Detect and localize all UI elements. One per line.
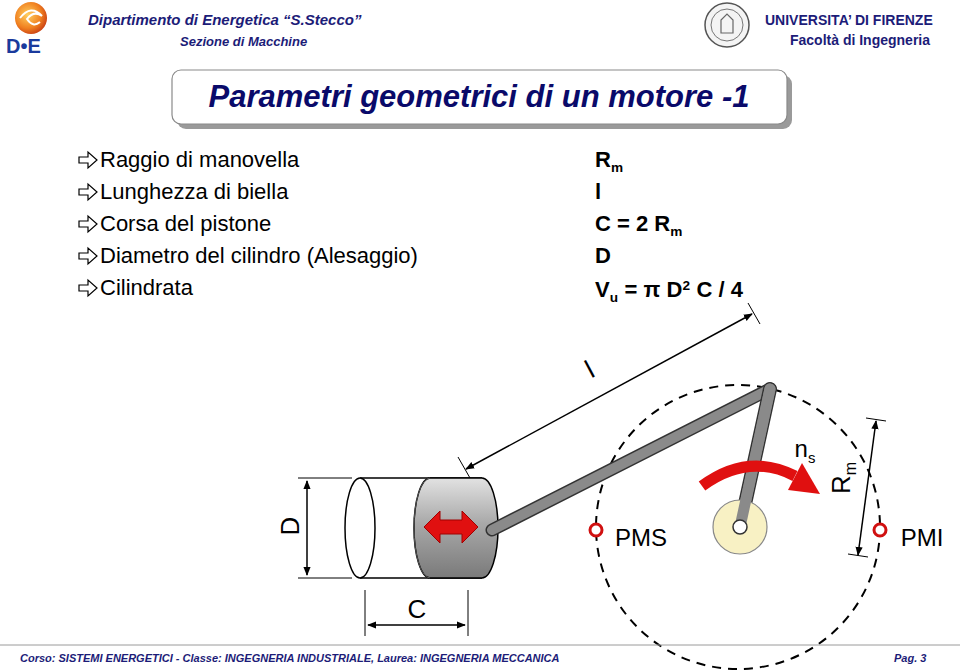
logo-swirl: [15, 2, 47, 34]
dimension-line: [466, 314, 752, 469]
label-text: Dipartimento di Energetica “S.Stecco”: [88, 11, 361, 28]
bullet-arrow: [79, 280, 97, 296]
label-text: Sezione di Macchine: [180, 34, 307, 49]
label-text: D: [595, 243, 611, 268]
bullet-text: Diametro del cilindro (Alesaggio): [100, 243, 418, 268]
university-seal: [711, 9, 743, 41]
subscript: m: [611, 161, 623, 177]
dimension-tick: [458, 303, 760, 478]
label-text: PMS: [615, 524, 667, 551]
label-text: n: [795, 435, 808, 462]
rotation-arrow: [788, 463, 820, 494]
dead-centre-label: PMI: [899, 524, 946, 552]
dimension-tick: [298, 478, 352, 578]
label-text: l: [595, 179, 601, 204]
label-text: C: [408, 594, 427, 624]
formula: Vu= π D2C / 4: [595, 277, 743, 302]
label-text: C = 2 R: [595, 211, 670, 236]
header-text: Facoltà di Ingegneria: [790, 32, 930, 48]
bullet-text: Raggio di manovella: [100, 147, 299, 172]
label-text: = π D: [625, 277, 683, 302]
bullet-arrows: [79, 152, 97, 296]
university-seal: [705, 3, 749, 47]
speed-label: ns: [795, 435, 816, 463]
label-text: D: [275, 517, 305, 536]
label-text: R: [826, 475, 856, 494]
header-text: Dipartimento di Energetica “S.Stecco”: [88, 11, 361, 28]
bullet-text: Corsa del pistone: [100, 211, 271, 236]
symbol: l: [595, 179, 601, 204]
dead-centre-mark: [874, 524, 886, 536]
rotation-arrow: [702, 466, 795, 486]
formula: C = 2 Rm: [595, 211, 682, 236]
label-text: Facoltà di Ingegneria: [790, 32, 930, 48]
piston-motion-arrow: [424, 511, 478, 543]
label-text: R: [595, 147, 611, 172]
dimension-line: [858, 421, 876, 555]
label-text: Cilindrata: [100, 275, 193, 300]
dimension-label: D: [276, 517, 306, 536]
symbol: Rm: [595, 147, 623, 172]
footer-text: Pag. 3: [894, 652, 926, 665]
bullet-arrow: [79, 152, 97, 168]
superscript: 2: [682, 278, 690, 294]
label-text: Lunghezza di biella: [100, 179, 288, 204]
dimension-label: l: [580, 355, 599, 384]
subscript: m: [670, 225, 682, 241]
bullet-text: Cilindrata: [100, 275, 193, 300]
label-text: Pag. 3: [894, 652, 926, 664]
dead-centre-label: PMS: [613, 524, 669, 552]
header-text: Sezione di Macchine: [180, 35, 307, 50]
subscript: u: [610, 291, 618, 307]
label-text: Raggio di manovella: [100, 147, 299, 172]
crank-arm: [740, 389, 770, 527]
subscript: s: [808, 450, 815, 467]
dimension-line: [368, 624, 465, 626]
university-seal: [721, 14, 733, 33]
dead-centre-mark: [590, 524, 602, 536]
bullet-text: Lunghezza di biella: [100, 179, 288, 204]
label-text: V: [595, 277, 610, 302]
crank-circle: [596, 385, 880, 669]
cylinder-end: [345, 478, 375, 578]
bullet-arrow: [79, 184, 97, 200]
footer-text: Corso: SISTEMI ENERGETICI - Classe: INGE…: [20, 652, 559, 665]
dimension-tick: [365, 590, 468, 636]
dimension-label: C: [408, 595, 427, 625]
header-text: UNIVERSITA’ DI FIRENZE: [765, 12, 933, 28]
logo-swirl: [20, 10, 42, 24]
logo-text: D•E: [6, 35, 41, 58]
label-text: Diametro del cilindro (Alesaggio): [100, 243, 418, 268]
label-text: C / 4: [697, 277, 743, 302]
piston: [414, 478, 498, 578]
label-text: PMI: [901, 524, 944, 551]
label-text: Corsa del pistone: [100, 211, 271, 236]
dimension-line: [306, 481, 308, 575]
label-text: l: [580, 355, 599, 384]
label-text: Corso: SISTEMI ENERGETICI - Classe: INGE…: [20, 652, 559, 664]
symbol: D: [595, 243, 611, 268]
bullet-arrow: [79, 216, 97, 232]
label-text: UNIVERSITA’ DI FIRENZE: [765, 12, 933, 28]
label-text: D•E: [6, 35, 41, 57]
slide-title: Parametri geometrici di un motore -1: [209, 79, 750, 115]
subscript: m: [841, 462, 860, 475]
crank-shaft: [733, 520, 747, 534]
dimension-label: Rm: [827, 462, 857, 494]
bullet-arrow: [79, 248, 97, 264]
title-box: [172, 70, 787, 124]
footer-rule: [0, 645, 960, 646]
